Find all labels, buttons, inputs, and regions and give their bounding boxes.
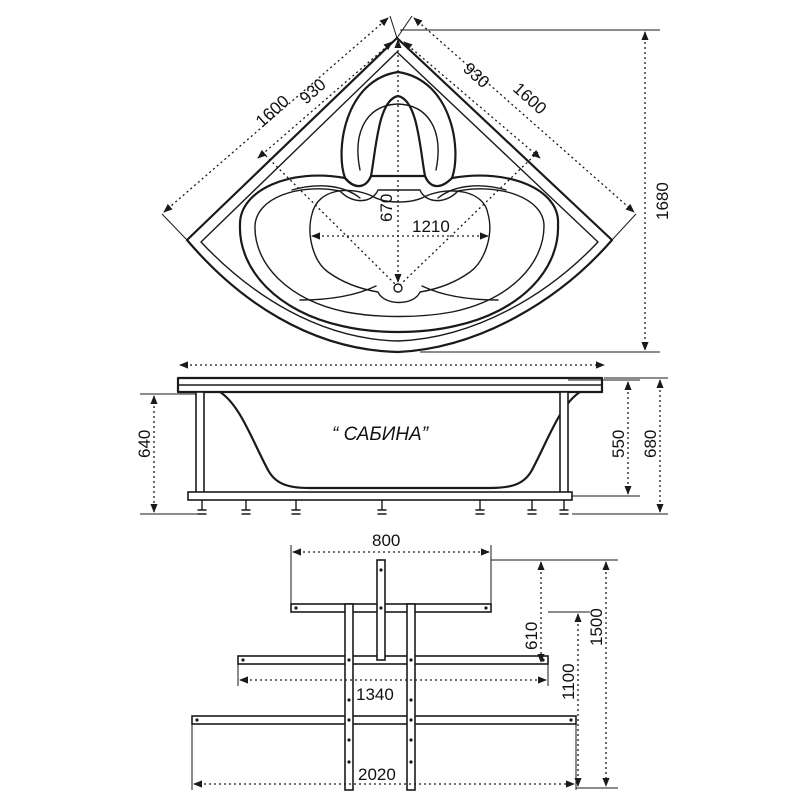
dim-670: 670 [377,194,396,222]
side-view: “ САБИНА” 640 550 680 [135,361,668,515]
dim-1600-left: 1600 [252,92,293,131]
dim-1600-right: 1600 [509,79,550,118]
tub-rim-line [200,51,599,342]
feet [197,499,569,515]
dim-1500: 1500 [587,608,606,646]
drain-icon [393,283,403,293]
tub-outer-outline [185,36,614,354]
tub-body [218,390,582,490]
frame-post-right [406,603,416,791]
frame-view: 800 1340 2020 [191,531,618,791]
frame-bar-bottom [191,715,577,725]
top-view: 1600 930 1600 930 670 1210 1680 [161,15,672,354]
basin-inner [254,188,545,318]
dim-930-left: 930 [296,75,330,108]
dim-1680: 1680 [653,182,672,220]
dim-930-right: 930 [459,59,493,92]
dim-800: 800 [372,531,400,550]
frame-bar-top [290,603,492,613]
armrest-right [437,185,507,199]
dim-550: 550 [609,430,628,458]
dim-2020: 2020 [358,765,396,784]
dim-1100: 1100 [559,663,578,700]
model-name: “ САБИНА” [332,424,430,445]
dim-610: 610 [522,622,541,650]
footrest-left [299,285,377,301]
frame-post-left [344,603,354,791]
dim-640: 640 [135,430,154,458]
dim-680: 680 [641,430,660,458]
dim-1340: 1340 [356,685,394,704]
dim-1210: 1210 [412,217,450,236]
basin-floor [309,189,491,304]
footrest-right [421,285,499,301]
frame-post-center [376,559,386,661]
frame-bar-middle [237,655,549,665]
